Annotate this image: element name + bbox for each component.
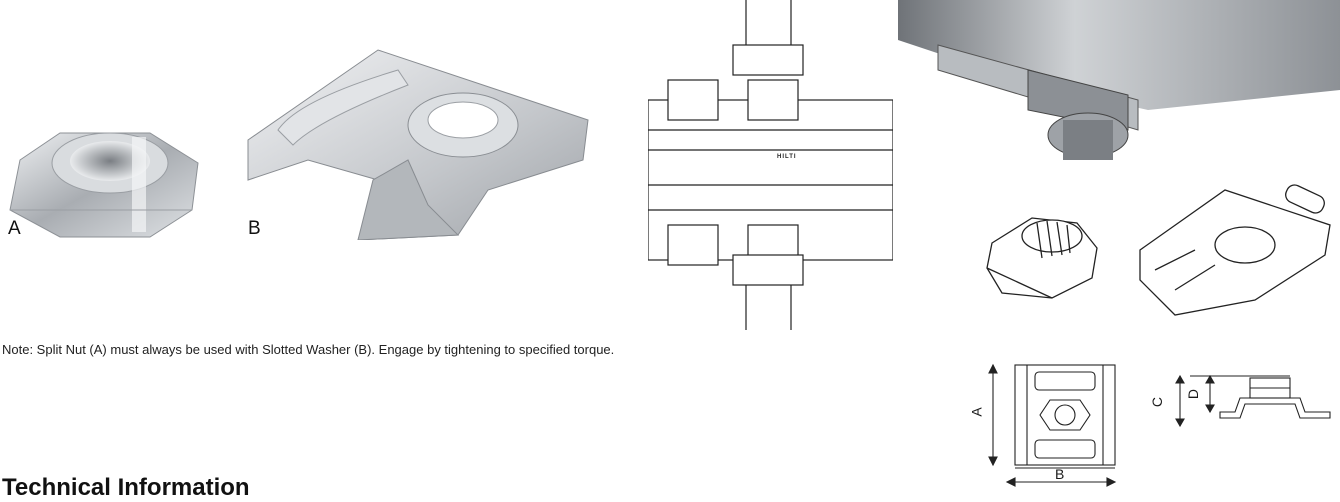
slotted-washer-drawing [1139, 184, 1331, 316]
dimension-label-d: D [1185, 388, 1202, 400]
dimension-label-c: C [1149, 396, 1166, 408]
split-nut-label: A [8, 218, 21, 239]
slotted-washer-photo [247, 49, 589, 240]
dimension-label-a: A [968, 407, 985, 417]
slotted-washer-label: B [248, 218, 261, 239]
brand-mark: HILTI [777, 154, 797, 160]
assembly-line-drawing [648, 0, 893, 330]
split-nut-drawing [986, 217, 1098, 299]
usage-note: Note: Split Nut (A) must always be used … [2, 342, 615, 357]
dimension-label-b: B [1055, 466, 1065, 482]
split-nut-photo [9, 132, 199, 238]
side-view-dimension-drawing [1175, 374, 1331, 428]
top-view-dimension-drawing [988, 363, 1117, 487]
installed-channel-photo [898, 0, 1340, 160]
section-heading: Technical Information [2, 474, 250, 501]
